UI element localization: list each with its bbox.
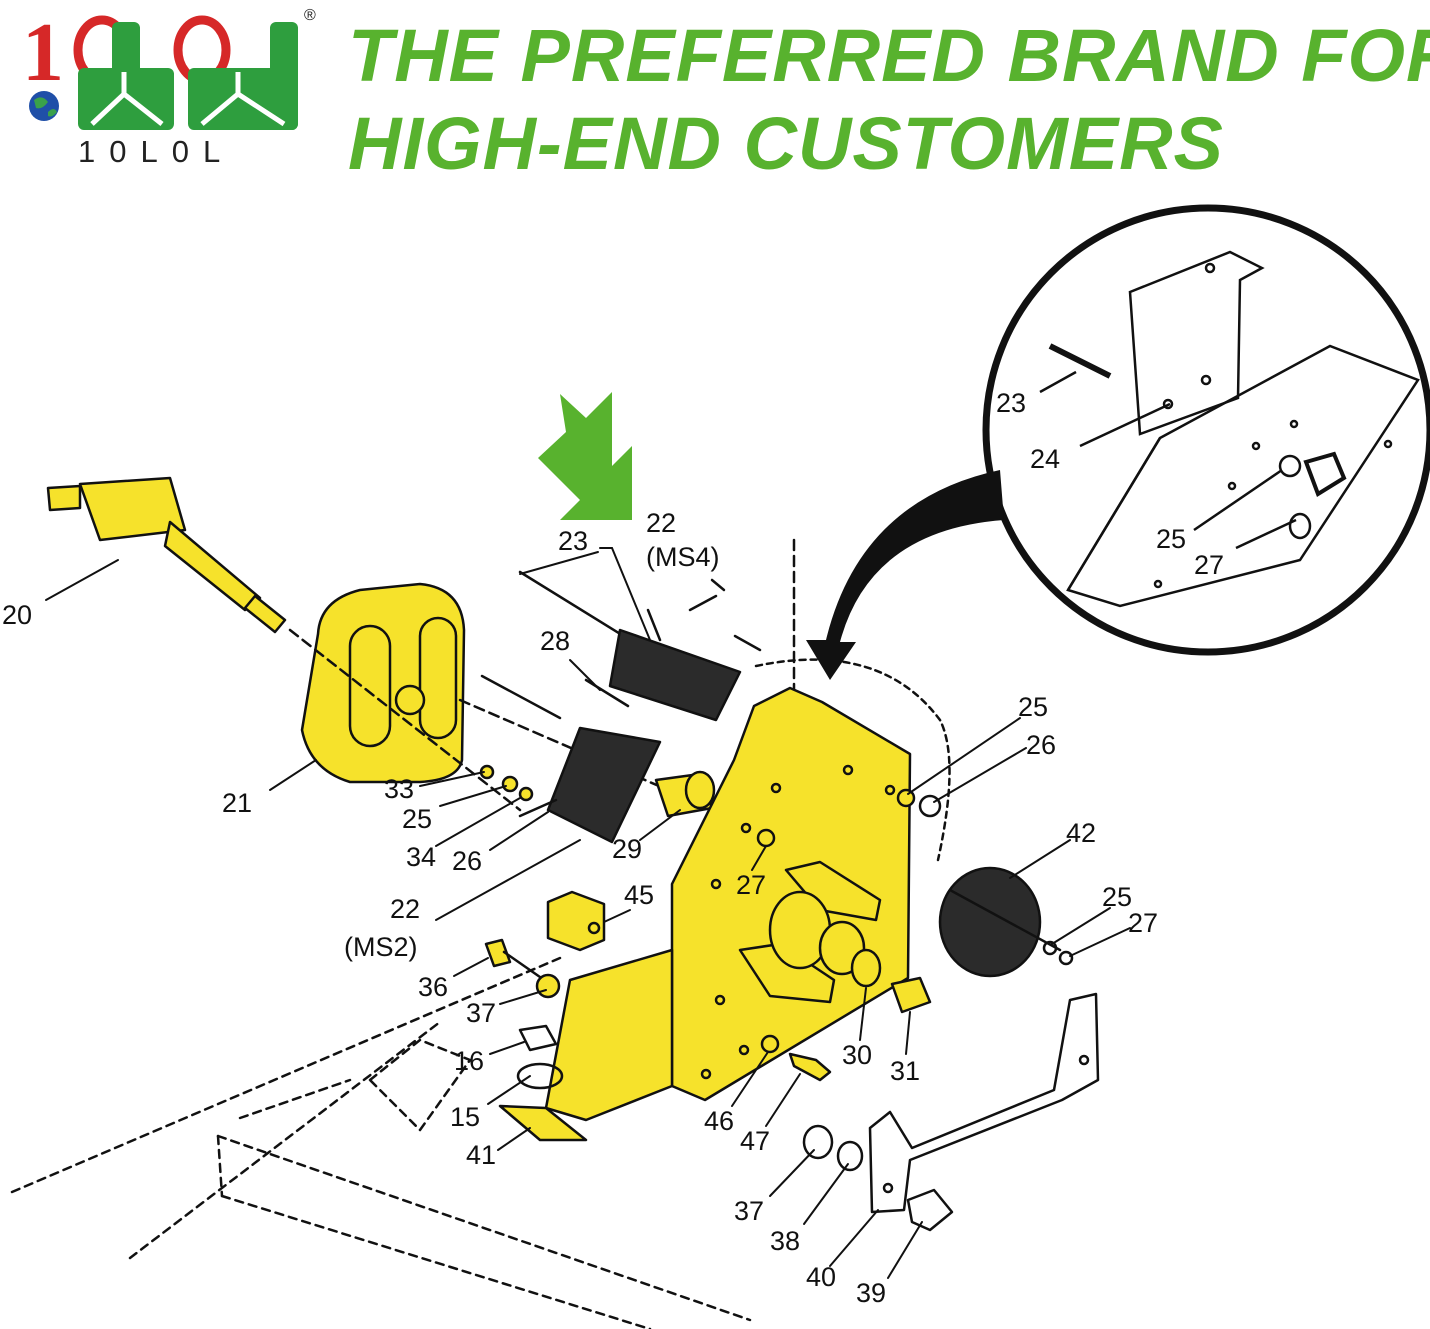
label-42: 42 bbox=[1066, 818, 1096, 848]
label-25-left: 25 bbox=[402, 804, 432, 834]
part-47-bolt bbox=[788, 1052, 832, 1082]
magnifier-inset bbox=[982, 204, 1430, 656]
part-36-bolt bbox=[484, 938, 561, 999]
label-26-right: 26 bbox=[1026, 730, 1056, 760]
globe-icon bbox=[29, 91, 59, 121]
callout-labels: 20 21 22 (MS4) 23 28 33 25 34 26 29 22 (… bbox=[2, 388, 1224, 1308]
part-25-washer-right bbox=[896, 788, 916, 808]
part-27-nut bbox=[756, 828, 776, 848]
part-37-washer-lower bbox=[802, 1124, 834, 1160]
label-36: 36 bbox=[418, 972, 448, 1002]
part-25-washer bbox=[501, 775, 519, 793]
label-46: 46 bbox=[704, 1106, 734, 1136]
label-27-inset: 27 bbox=[1194, 550, 1224, 580]
label-25-knob: 25 bbox=[1102, 882, 1132, 912]
leader-lines bbox=[45, 547, 1131, 1279]
label-34: 34 bbox=[406, 842, 436, 872]
label-22-ms4: 22 bbox=[646, 508, 676, 538]
headline: THE PREFERRED BRAND FOR HIGH-END CUSTOME… bbox=[348, 12, 1430, 188]
brand-name: 10L0L bbox=[78, 134, 235, 169]
label-ms4: (MS4) bbox=[646, 542, 720, 572]
inset-pointer-arrow bbox=[806, 470, 1004, 680]
label-47: 47 bbox=[740, 1126, 770, 1156]
label-41: 41 bbox=[466, 1140, 496, 1170]
part-20-shaft bbox=[46, 476, 287, 634]
label-25-inset: 25 bbox=[1156, 524, 1186, 554]
label-23: 23 bbox=[558, 526, 588, 556]
part-34-nut bbox=[518, 786, 534, 802]
part-29-spacer bbox=[654, 770, 716, 818]
part-26-nut-right bbox=[918, 794, 942, 818]
part-42-knob bbox=[938, 866, 1062, 978]
label-16: 16 bbox=[454, 1046, 484, 1076]
mounting-deck-outline bbox=[10, 956, 752, 1329]
part-22-switch-ms2 bbox=[518, 726, 662, 844]
part-23-bolt bbox=[518, 570, 632, 642]
part-40-lever bbox=[868, 992, 1100, 1214]
label-33: 33 bbox=[384, 774, 414, 804]
label-27-knob: 27 bbox=[1128, 908, 1158, 938]
label-29: 29 bbox=[612, 834, 642, 864]
part-27-nut-knob bbox=[1058, 950, 1074, 966]
label-31: 31 bbox=[890, 1056, 920, 1086]
label-23-inset: 23 bbox=[996, 388, 1026, 418]
label-39: 39 bbox=[856, 1278, 886, 1308]
label-45: 45 bbox=[624, 880, 654, 910]
part-25-washer-knob bbox=[1042, 940, 1058, 956]
part-38-washer bbox=[836, 1140, 864, 1172]
part-15-washer bbox=[516, 1062, 564, 1090]
headline-line-1: THE PREFERRED BRAND FOR bbox=[348, 14, 1430, 97]
label-30: 30 bbox=[842, 1040, 872, 1070]
label-38: 38 bbox=[770, 1226, 800, 1256]
label-37-upper: 37 bbox=[466, 998, 496, 1028]
label-20: 20 bbox=[2, 600, 32, 630]
part-31-nut bbox=[890, 976, 932, 1014]
brand-logo: 1 ® bbox=[22, 6, 316, 130]
label-21: 21 bbox=[222, 788, 252, 818]
part-39-nut bbox=[906, 1188, 954, 1232]
label-25-right: 25 bbox=[1018, 692, 1048, 722]
label-26-left: 26 bbox=[452, 846, 482, 876]
label-37-lower: 37 bbox=[734, 1196, 764, 1226]
part-21-coupler bbox=[300, 582, 466, 784]
label-40: 40 bbox=[806, 1262, 836, 1292]
headline-line-2: HIGH-END CUSTOMERS bbox=[348, 102, 1224, 185]
registered-mark: ® bbox=[304, 7, 316, 24]
label-27-center: 27 bbox=[736, 870, 766, 900]
logo-one-glyph: 1 bbox=[22, 6, 64, 99]
label-28: 28 bbox=[540, 626, 570, 656]
part-22-switch-ms4 bbox=[608, 578, 762, 722]
part-46-washer bbox=[760, 1034, 780, 1054]
part-16-nut bbox=[518, 1024, 558, 1052]
part-41-bracket bbox=[498, 948, 674, 1142]
label-22-ms2: 22 bbox=[390, 894, 420, 924]
part-30-washer bbox=[850, 948, 882, 988]
label-ms2: (MS2) bbox=[344, 932, 418, 962]
label-24-inset: 24 bbox=[1030, 444, 1060, 474]
label-15: 15 bbox=[450, 1102, 480, 1132]
part-bolt-long bbox=[480, 674, 562, 720]
part-45-block bbox=[546, 890, 606, 952]
down-left-arrow-icon bbox=[538, 392, 632, 520]
